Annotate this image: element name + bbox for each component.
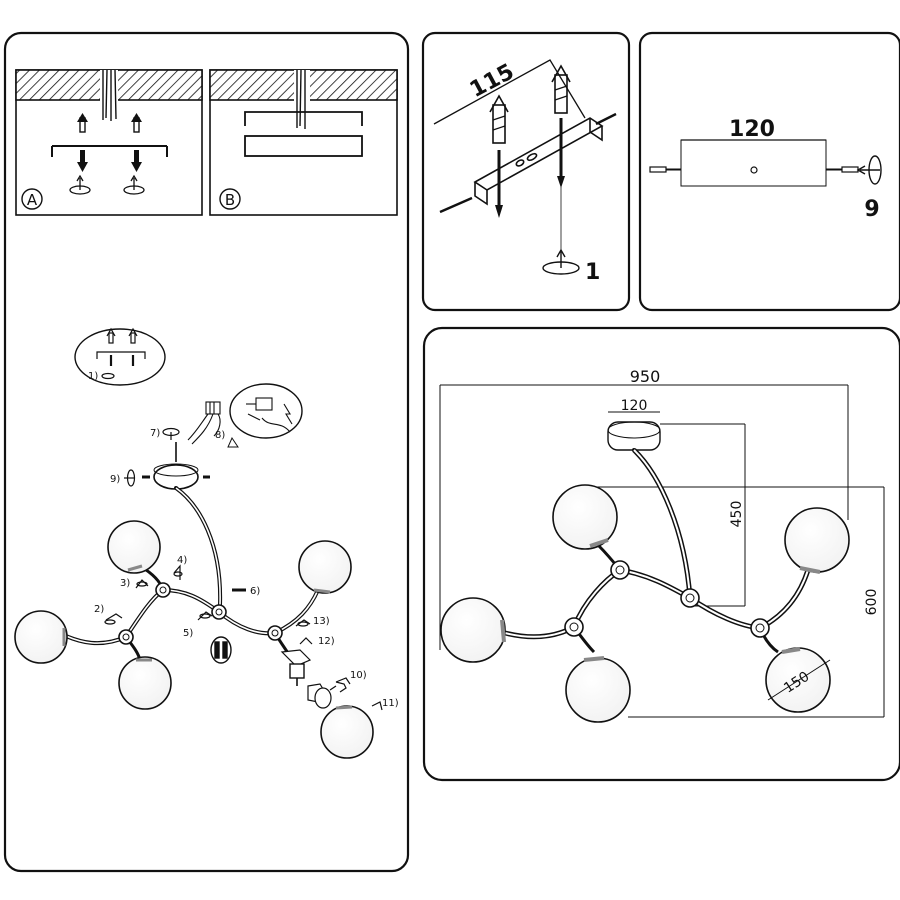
- dim-canopy-width: 120: [621, 398, 648, 414]
- dim-joints: [564, 560, 770, 638]
- rotate-icon-9: [124, 469, 136, 487]
- dim-globes: [440, 484, 850, 723]
- mounting-bar: [473, 117, 604, 206]
- option-b-label: B: [225, 191, 235, 209]
- step-label-12: 12): [318, 636, 335, 647]
- ceiling-option-b: B: [209, 69, 398, 216]
- step-label-9: 9): [110, 474, 120, 485]
- rotate-icon-a: [69, 174, 145, 195]
- dim-drop-height: 450: [729, 501, 745, 528]
- step-label-4: 4): [177, 555, 187, 566]
- mounting-bracket-b: [244, 111, 363, 126]
- bracket-a: [51, 145, 168, 157]
- wall-anchor-left: [489, 94, 509, 218]
- globe-detached: [320, 705, 374, 759]
- dim-overall-depth: 600: [864, 589, 880, 616]
- canopy-plate-b: [244, 135, 363, 157]
- step-icons: [104, 564, 383, 711]
- ceiling-option-a: A: [15, 69, 203, 216]
- globe-top-left: [107, 520, 161, 574]
- canopy-dimension-label: 120: [729, 117, 775, 142]
- panel-dimensions-border: [422, 326, 900, 782]
- step-label-10: 10): [350, 670, 367, 681]
- terminal-block: [175, 401, 221, 462]
- socket-cross-section: [210, 636, 232, 664]
- screws-a: [77, 150, 142, 172]
- globe-lower-left: [118, 656, 172, 710]
- step-label-3: 3): [120, 578, 130, 589]
- rotate-icon-canopy: [856, 155, 882, 185]
- step-label-7: 7): [150, 428, 160, 439]
- step-label-5: 5): [183, 628, 193, 639]
- bar-side-screws: [439, 112, 617, 214]
- globe-far-left: [14, 610, 68, 664]
- canopy: [153, 464, 199, 490]
- canopy-screw-left: [649, 166, 681, 173]
- wire-bundle-a: [102, 69, 117, 121]
- wall-anchor-right: [551, 64, 571, 188]
- warning-icon-8: [227, 436, 239, 448]
- step-label-13: 13): [313, 616, 330, 627]
- callout-wiring: [229, 383, 303, 439]
- panel-bracket-border: [421, 31, 631, 312]
- bracket-dimension-label: 115: [466, 59, 518, 103]
- dimension-line-115: [433, 59, 586, 125]
- rotate-icon-bracket: [542, 248, 580, 275]
- step-label-6: 6): [250, 586, 260, 597]
- canopy-plate: [680, 139, 827, 187]
- step-label-11: 11): [382, 698, 399, 709]
- dimensions-diagram: 950 120 450 600: [439, 367, 885, 723]
- globe-top-right: [298, 540, 352, 594]
- option-a-label: A: [27, 191, 38, 209]
- canopy-step-label: 9: [864, 197, 879, 222]
- bracket-diagram: 115: [433, 59, 617, 285]
- canopy-screw-right: [826, 166, 859, 173]
- panel-canopy-border: [638, 31, 900, 312]
- wire-bundle-b: [296, 69, 306, 129]
- dim-overall-width: 950: [630, 367, 661, 386]
- assembly-diagram: 1) 7) 8) 9): [14, 327, 399, 759]
- step-label-2: 2): [94, 604, 104, 615]
- arm-joints: [118, 582, 283, 645]
- panel-left-border: [3, 31, 410, 873]
- step-label-1: 1): [88, 371, 98, 382]
- rotate-icon-7: [162, 427, 180, 440]
- callout-anchors: [74, 328, 166, 386]
- lamp-holder: [280, 649, 332, 709]
- step-label-8: 8): [215, 430, 225, 441]
- anchor-arrows-a: [77, 113, 142, 133]
- canopy-diagram: 120 9: [649, 117, 882, 222]
- bracket-step-label: 1: [585, 260, 600, 285]
- bulb-detail: [329, 681, 347, 693]
